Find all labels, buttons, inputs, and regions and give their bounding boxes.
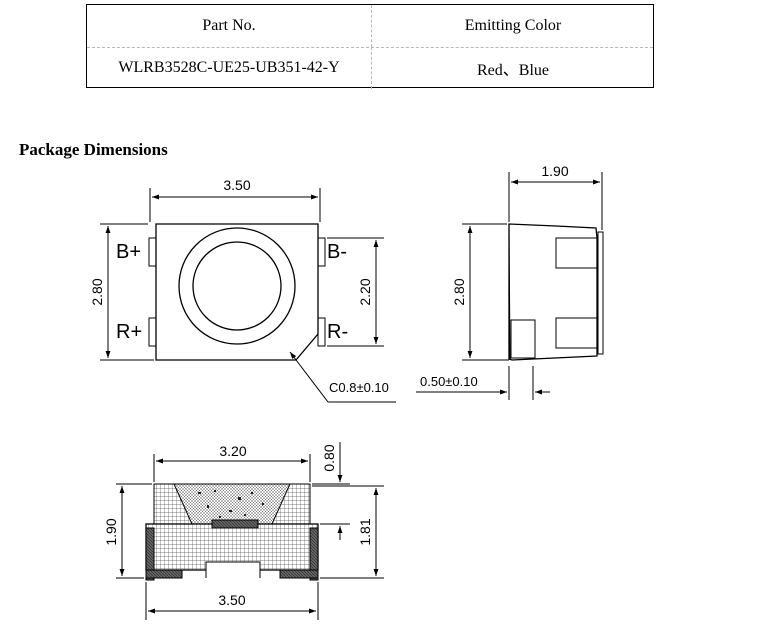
front-terminal-right — [309, 527, 319, 581]
pad-span-label: 2.20 — [357, 278, 373, 305]
lens-width-label: 3.20 — [219, 443, 246, 459]
side-terminal-bottom — [555, 317, 599, 349]
terminal-width-label: 0.50±0.10 — [420, 374, 478, 389]
pad-label-r-plus: R+ — [116, 321, 142, 343]
lens-outer — [178, 227, 296, 345]
table-row: WLRB3528C-UE25-UB351-42-Y Red、Blue — [87, 47, 653, 89]
pad-b-minus — [317, 237, 326, 267]
header-part-no: Part No. — [202, 17, 256, 34]
pad-b-plus — [148, 237, 157, 267]
pad-label-b-minus: B- — [327, 241, 347, 263]
front-terminal-left — [145, 527, 155, 581]
lens-height-label: 0.80 — [321, 444, 337, 471]
top-body-outline — [155, 223, 319, 361]
header-emitting-color: Emitting Color — [371, 5, 654, 47]
chamfer-leader — [289, 351, 396, 403]
chamfer-label: C0.8±0.10 — [329, 380, 389, 395]
side-terminal-top — [555, 237, 599, 269]
front-view — [116, 442, 384, 620]
lens-inner — [192, 241, 282, 331]
side-foot — [510, 319, 536, 359]
lens-cavity — [173, 483, 291, 525]
side-body-outline — [508, 223, 598, 361]
cell-part-number: WLRB3528C-UE25-UB351-42-Y — [118, 59, 340, 76]
section-title: Package Dimensions — [19, 140, 168, 159]
base-width-label: 3.50 — [218, 592, 245, 608]
lens-phosphor-specks — [198, 490, 264, 518]
front-chip — [211, 519, 259, 529]
side-height-label: 2.80 — [451, 278, 467, 305]
top-view — [100, 188, 396, 403]
pad-label-r-minus: R- — [327, 321, 348, 343]
total-height-label: 1.90 — [103, 518, 119, 545]
side-view — [416, 172, 604, 400]
front-notch — [205, 561, 261, 578]
body-height-label: 1.81 — [357, 518, 373, 545]
pad-label-b-plus: B+ — [116, 241, 141, 263]
side-terminal-lip — [597, 231, 604, 355]
side-width-label: 1.90 — [541, 163, 568, 179]
top-width-label: 3.50 — [223, 177, 250, 193]
front-foot-left — [145, 569, 183, 579]
front-foot-right — [279, 569, 319, 579]
cell-emitting-color: Red、Blue — [371, 47, 654, 89]
top-height-label: 2.80 — [89, 278, 105, 305]
pad-r-minus — [317, 317, 326, 347]
spec-table: Part No. Emitting Color WLRB3528C-UE25-U… — [86, 4, 654, 89]
table-header-row: Part No. Emitting Color — [87, 5, 653, 48]
pad-r-plus — [148, 317, 157, 347]
